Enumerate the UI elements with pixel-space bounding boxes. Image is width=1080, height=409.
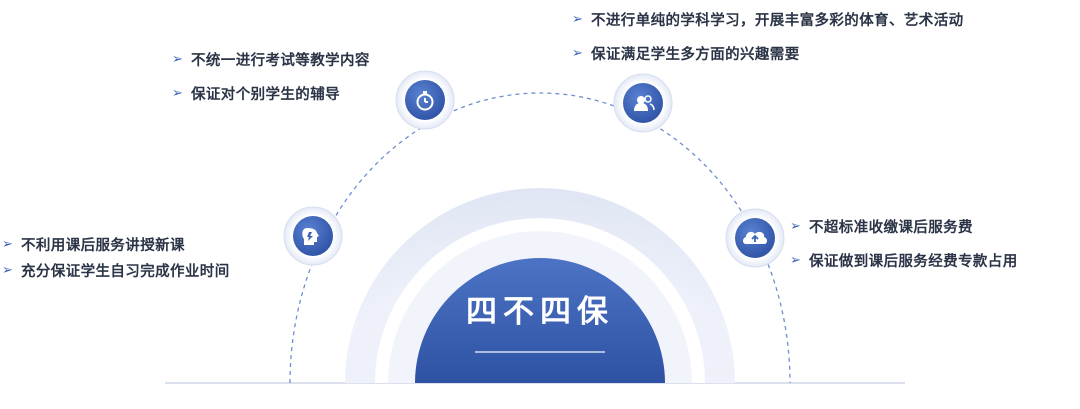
group-right: ➢ 不超标准收缴课后服务费 ➢ 保证做到课后服务经费专款占用 [790, 213, 1018, 273]
node-right [725, 208, 785, 268]
node-top-right [613, 73, 673, 133]
item-text: 保证满足学生多方面的兴趣需要 [591, 46, 800, 63]
list-item: ➢ 保证做到课后服务经费专款占用 [790, 247, 1018, 273]
lightbulb-head-icon [302, 228, 319, 245]
list-item: ➢ 不利用课后服务讲授新课 [2, 231, 230, 257]
list-item: ➢ 充分保证学生自习完成作业时间 [2, 257, 230, 283]
node-top-left [395, 70, 455, 130]
item-text: 不超标准收缴课后服务费 [809, 219, 973, 236]
item-text: 不统一进行考试等教学内容 [191, 52, 370, 69]
node-left [283, 206, 343, 266]
center-title: 四不四保 [466, 294, 614, 330]
users-icon [634, 95, 655, 111]
list-item: ➢ 保证对个别学生的辅导 [172, 80, 370, 106]
item-text: 不进行单纯的学科学习，开展丰富多彩的体育、艺术活动 [591, 12, 964, 29]
list-item: ➢ 不统一进行考试等教学内容 [172, 46, 370, 72]
group-top-left: ➢ 不统一进行考试等教学内容 ➢ 保证对个别学生的辅导 [172, 46, 370, 106]
list-item: ➢ 保证满足学生多方面的兴趣需要 [572, 40, 964, 66]
item-text: 不利用课后服务讲授新课 [21, 237, 185, 254]
stopwatch-icon [416, 91, 434, 111]
arrow-bullet-icon: ➢ [572, 45, 584, 61]
item-text: 保证做到课后服务经费专款占用 [809, 253, 1018, 270]
list-item: ➢ 不超标准收缴课后服务费 [790, 213, 1018, 239]
item-text: 保证对个别学生的辅导 [191, 86, 340, 103]
arrow-bullet-icon: ➢ [2, 236, 14, 252]
arrow-bullet-icon: ➢ [2, 262, 14, 278]
arrow-bullet-icon: ➢ [172, 85, 184, 101]
dashed-outer-arc [289, 92, 791, 384]
group-left: ➢ 不利用课后服务讲授新课 ➢ 充分保证学生自习完成作业时间 [2, 231, 230, 283]
group-top-right: ➢ 不进行单纯的学科学习，开展丰富多彩的体育、艺术活动 ➢ 保证满足学生多方面的… [572, 6, 964, 66]
arrow-bullet-icon: ➢ [790, 218, 802, 234]
item-text: 充分保证学生自习完成作业时间 [21, 263, 230, 280]
arrow-bullet-icon: ➢ [790, 252, 802, 268]
list-item: ➢ 不进行单纯的学科学习，开展丰富多彩的体育、艺术活动 [572, 6, 964, 32]
arrow-bullet-icon: ➢ [572, 11, 584, 27]
cloud-upload-icon [743, 231, 767, 244]
arrow-bullet-icon: ➢ [172, 51, 184, 67]
